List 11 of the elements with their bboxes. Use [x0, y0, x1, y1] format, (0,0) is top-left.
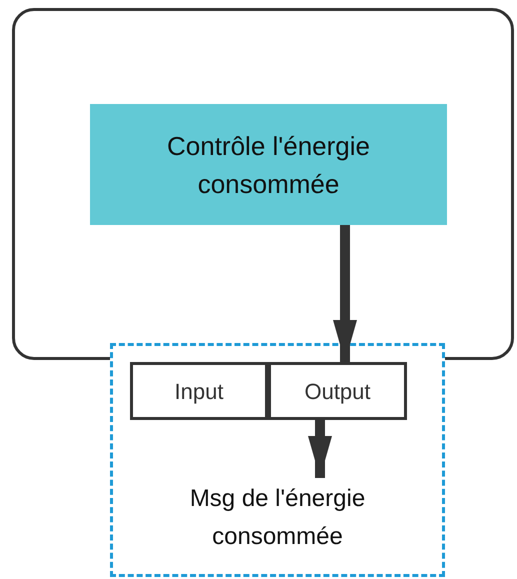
node-label: Output: [304, 378, 371, 406]
node-label: Input: [174, 378, 224, 406]
arrow: [308, 420, 332, 478]
container-box: [12, 8, 514, 360]
node-label: Contrôle l'énergie consommée: [166, 130, 371, 200]
arrow: [333, 225, 357, 362]
message-label: Msg de l'énergie consommée: [188, 484, 366, 552]
process-box: [90, 104, 447, 225]
dashed-group-box: [110, 343, 445, 577]
output-port: [268, 362, 407, 420]
input-port: [130, 362, 268, 420]
